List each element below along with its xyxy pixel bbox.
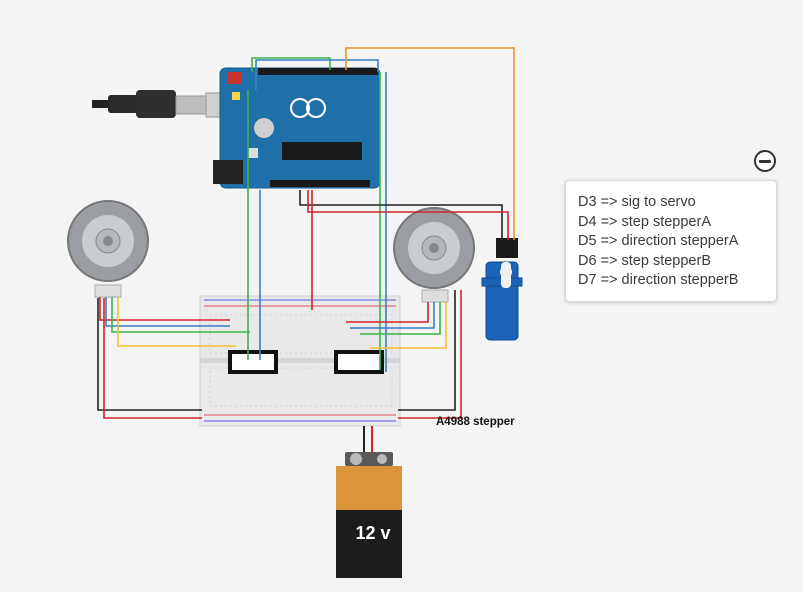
note-line: D7 => direction stepperB xyxy=(578,272,739,289)
note-line: D4 => step stepperA xyxy=(578,213,711,230)
wire-red-servo xyxy=(307,190,509,240)
servo-motor[interactable] xyxy=(481,238,523,341)
wire-motor-a-4 xyxy=(117,297,236,347)
wire-motor-b-1 xyxy=(346,302,429,323)
wire-motor-b-3 xyxy=(360,302,441,335)
wire-motor-b-4 xyxy=(370,302,447,349)
stepper-motor-a[interactable] xyxy=(67,200,149,298)
driver-label: A4988 stepper xyxy=(436,416,515,428)
note-line: D5 => direction stepperA xyxy=(578,233,739,250)
wire-blue-1 xyxy=(255,59,379,90)
note-line: D6 => step stepperB xyxy=(578,252,711,269)
arduino-uno[interactable] xyxy=(213,67,381,189)
stepper-motor-b[interactable] xyxy=(393,207,475,303)
wire-black-left xyxy=(97,298,202,411)
wire-red-left xyxy=(103,298,202,419)
wire-motor-a-3 xyxy=(111,297,250,333)
usb-cable xyxy=(92,90,223,118)
wire-motor-a-2 xyxy=(105,297,230,327)
stepper-driver-b[interactable] xyxy=(334,350,384,374)
battery-label: 12 v xyxy=(355,523,391,543)
wire-red-right xyxy=(398,290,462,419)
annotation-note: D3 => sig to servo D4 => step stepperA D… xyxy=(565,180,777,302)
battery-12v[interactable] xyxy=(336,452,402,578)
stepper-driver-a[interactable] xyxy=(228,350,278,374)
wire-motor-a-1 xyxy=(99,297,230,321)
wire-motor-b-2 xyxy=(350,302,435,329)
wire-orange-servo xyxy=(345,47,515,240)
wire-black-servo xyxy=(299,190,503,240)
wire-black-right xyxy=(398,290,456,411)
close-note-icon[interactable] xyxy=(754,150,776,172)
note-line: D3 => sig to servo xyxy=(578,194,696,210)
wires xyxy=(97,47,515,452)
wire-green-1 xyxy=(251,57,331,72)
